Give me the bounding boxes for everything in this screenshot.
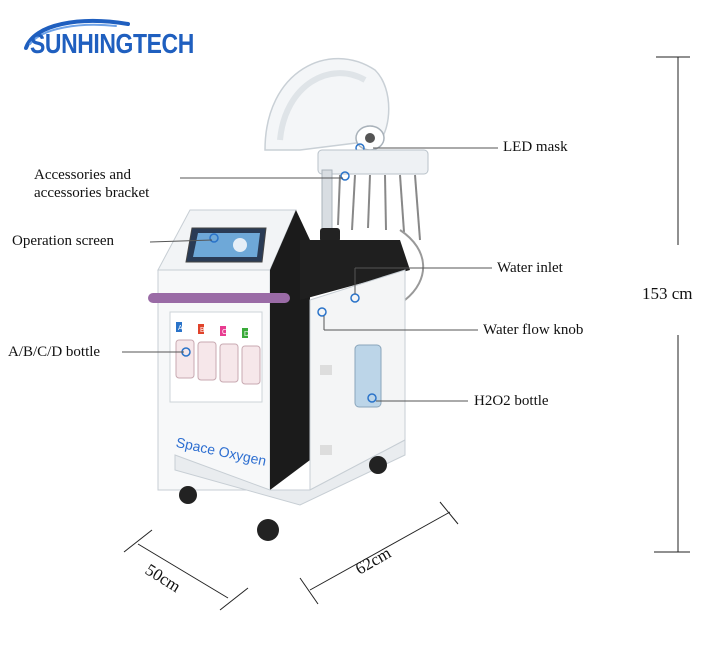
dimension-height: 153 cm (642, 284, 693, 303)
bottle-letter-d: D (244, 331, 249, 338)
label-accessories-line2: accessories bracket (34, 185, 150, 201)
label-water-inlet: Water inlet (497, 260, 563, 276)
bottle-letter-c: C (222, 329, 227, 336)
brand-logo: SUNHINGTECH (30, 28, 194, 59)
bottle-letter-b: B (200, 327, 205, 334)
label-water-flow-knob: Water flow knob (483, 322, 584, 338)
label-accessories-line1: Accessories and (34, 167, 132, 183)
machine-body-illustration (148, 209, 410, 541)
bottle-letter-a: A (178, 325, 183, 332)
led-mask-illustration (264, 57, 390, 153)
label-led-mask: LED mask (503, 139, 568, 155)
accessories-bracket-illustration (317, 149, 429, 301)
label-operation-screen: Operation screen (12, 233, 115, 249)
label-h2o2-bottle: H2O2 bottle (474, 393, 549, 409)
logo-swoosh-icon (24, 19, 130, 50)
label-abcd-bottle: A/B/C/D bottle (8, 344, 101, 360)
